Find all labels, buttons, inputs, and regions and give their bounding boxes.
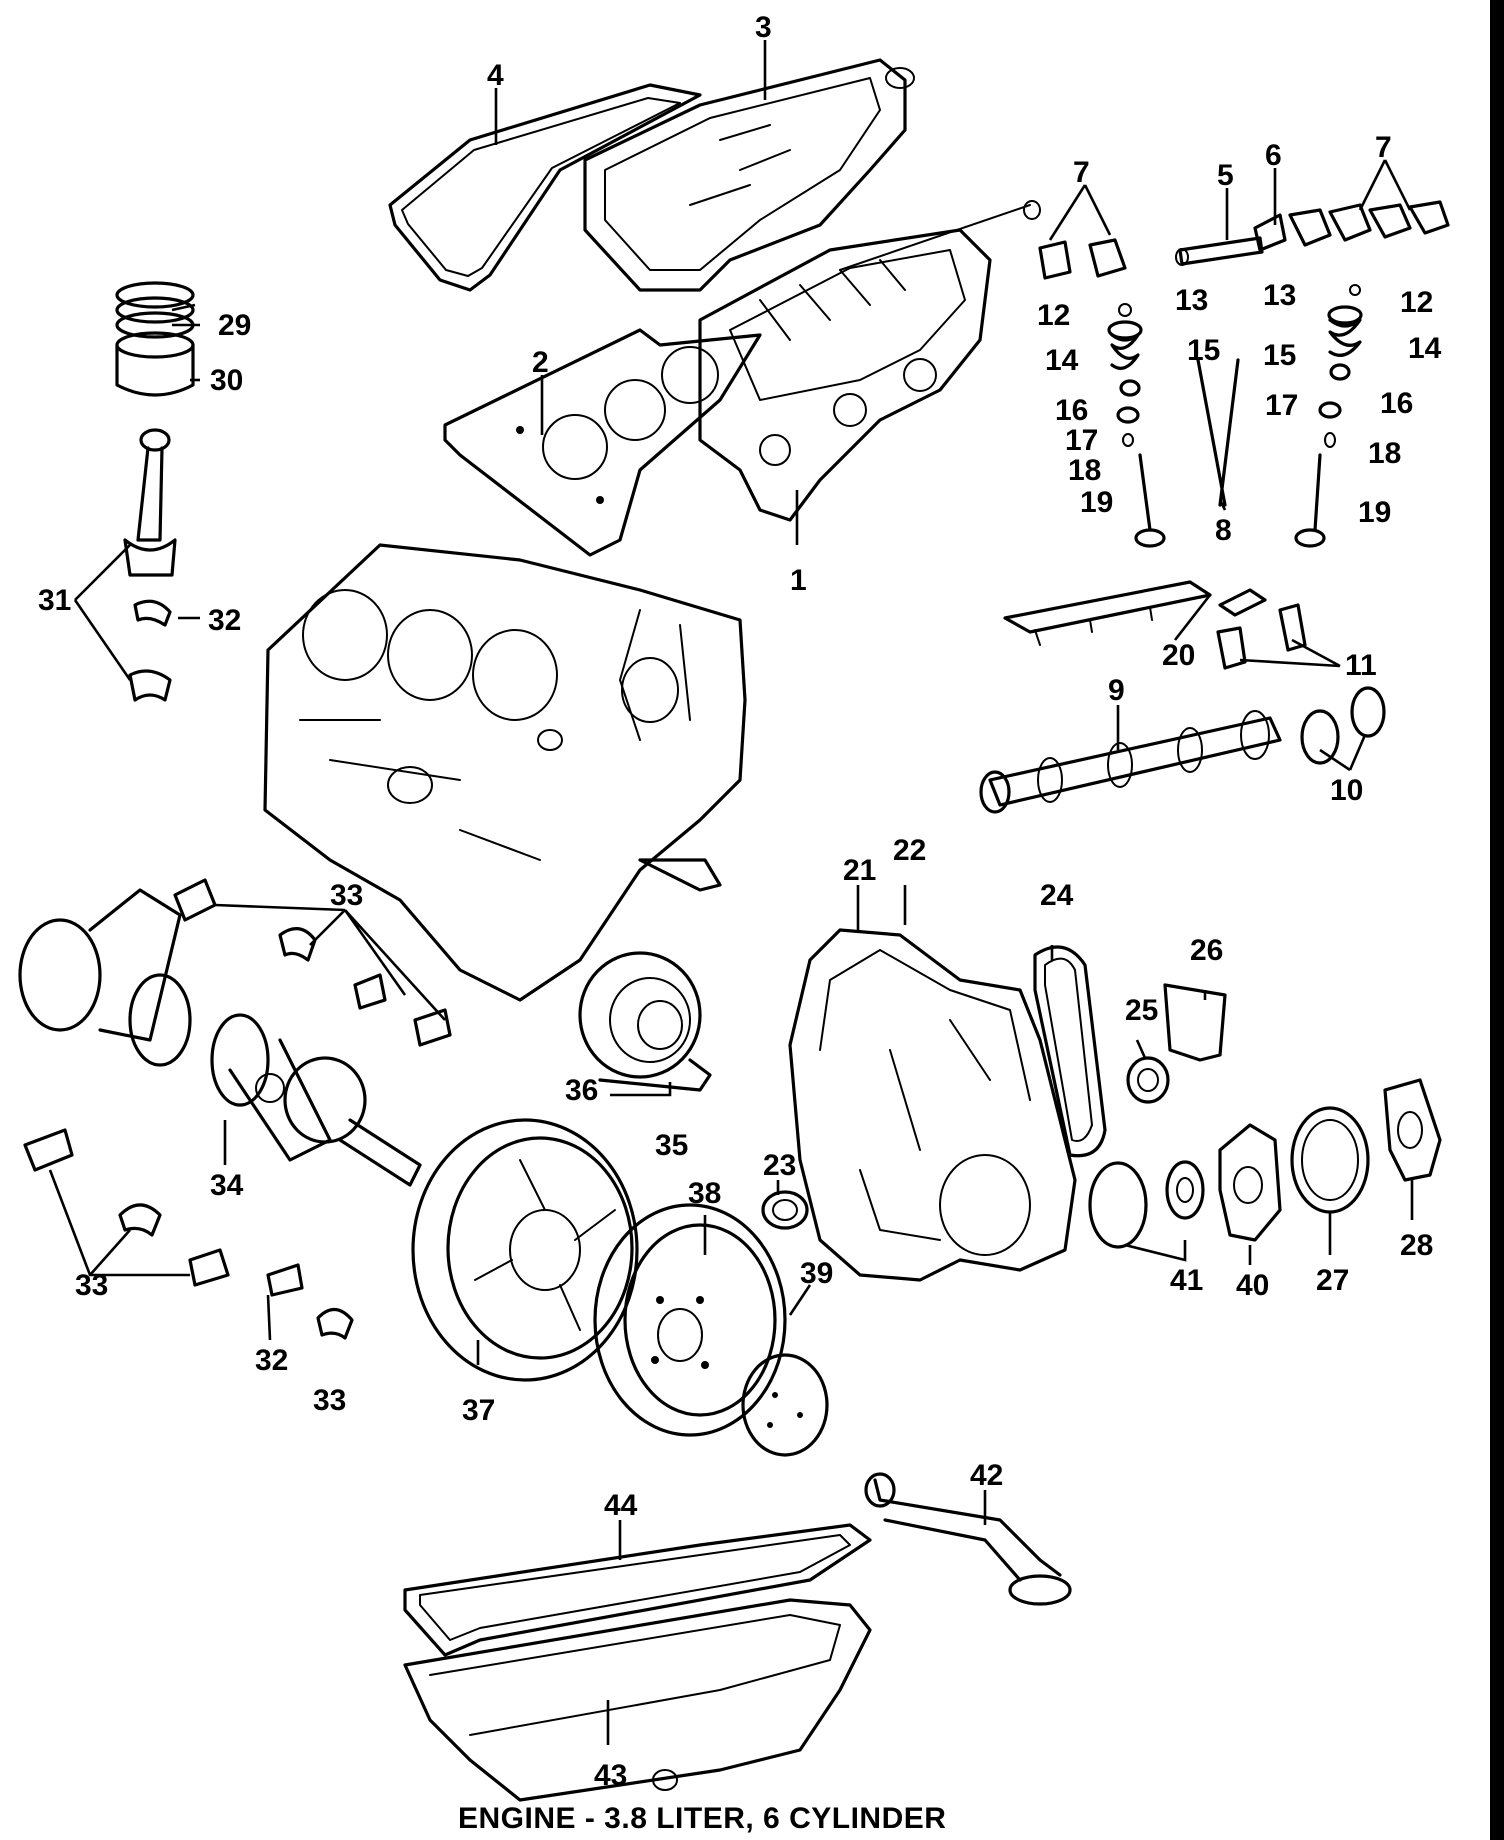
- callout-22: 22: [893, 834, 926, 867]
- callout-31: 31: [38, 584, 71, 617]
- callout-15a: 15: [1187, 334, 1220, 367]
- valve-cover: [583, 58, 915, 292]
- camshaft: [979, 686, 1386, 814]
- callout-38: 38: [688, 1177, 721, 1210]
- callout-23: 23: [763, 1149, 796, 1182]
- crankshaft-pulley: [411, 1118, 639, 1382]
- diagram-caption: ENGINE - 3.8 LITER, 6 CYLINDER: [458, 1802, 946, 1835]
- callout-12b: 12: [1400, 286, 1433, 319]
- callout-19b: 19: [1358, 496, 1391, 529]
- callout-20: 20: [1162, 639, 1195, 672]
- callout-28: 28: [1400, 1229, 1433, 1262]
- callout-14b: 14: [1408, 332, 1442, 365]
- cylinder-head: [698, 200, 1041, 522]
- engine-block: [263, 543, 747, 1002]
- callout-24: 24: [1040, 879, 1074, 912]
- callout-39: 39: [800, 1257, 833, 1290]
- valve-cover-gasket: [388, 83, 702, 292]
- chain-tensioner: [1163, 983, 1227, 1062]
- callout-13b: 13: [1263, 279, 1296, 312]
- callout-6: 6: [1265, 139, 1282, 172]
- callout-18a: 18: [1068, 454, 1101, 487]
- valve-train-right: [1294, 284, 1363, 548]
- camshaft-sprocket: [1290, 1106, 1370, 1214]
- callout-15b: 15: [1263, 339, 1296, 372]
- oil-pickup-tube: [864, 1472, 1072, 1606]
- timing-chain: [1033, 945, 1107, 1158]
- callout-40: 40: [1236, 1269, 1269, 1302]
- callout-7a: 7: [1073, 156, 1090, 189]
- callout-32b: 32: [255, 1344, 288, 1377]
- callout-19a: 19: [1080, 486, 1113, 519]
- oil-pump-cover: [1383, 1078, 1442, 1182]
- valve-train-left: [1107, 303, 1240, 548]
- oil-pan: [403, 1598, 872, 1802]
- front-seal: [761, 1190, 809, 1230]
- callout-8: 8: [1215, 514, 1232, 547]
- oil-pan-gasket: [403, 1523, 872, 1657]
- callout-30: 30: [210, 364, 243, 397]
- callout-16b: 16: [1380, 387, 1413, 420]
- right-edge-bar: [1490, 0, 1504, 1840]
- lifter-guide: [1003, 580, 1307, 670]
- callout-32a: 32: [208, 604, 241, 637]
- leader-lines: [48, 40, 1414, 1745]
- main-bearings-lower: [23, 1128, 354, 1340]
- callout-43: 43: [594, 1759, 627, 1792]
- callout-33a: 33: [330, 879, 363, 912]
- flexplate: [593, 1203, 787, 1437]
- oil-pump-gasket: [1088, 1161, 1148, 1249]
- callout-18b: 18: [1368, 437, 1401, 470]
- callout-41: 41: [1170, 1264, 1203, 1297]
- callout-25: 25: [1125, 994, 1158, 1027]
- callout-33b: 33: [75, 1269, 108, 1302]
- callout-10: 10: [1330, 774, 1363, 807]
- callout-14a: 14: [1045, 344, 1079, 377]
- head-gasket: [443, 328, 762, 557]
- timing-cover: [788, 928, 1077, 1282]
- callout-16a: 16: [1055, 394, 1088, 427]
- crank-sprocket: [1126, 1056, 1170, 1104]
- oil-pump-rotor: [1165, 1160, 1205, 1220]
- callout-21: 21: [843, 854, 876, 887]
- rocker-shaft-assembly: [1038, 200, 1450, 280]
- callout-labels: 1 2 3 4 5 6 7 7 8 9 10 11 12 12 13 13 14…: [38, 11, 1442, 1792]
- callout-17b: 17: [1265, 389, 1298, 422]
- callout-35: 35: [655, 1129, 688, 1162]
- callout-29: 29: [218, 309, 251, 342]
- callout-27: 27: [1316, 1264, 1349, 1297]
- callout-13a: 13: [1175, 284, 1208, 317]
- crankshaft: [18, 888, 422, 1187]
- main-bearings-upper: [173, 878, 452, 1047]
- callout-37: 37: [462, 1394, 495, 1427]
- callout-26: 26: [1190, 934, 1223, 967]
- callout-3: 3: [755, 11, 772, 44]
- rear-main-seal: [578, 951, 712, 1092]
- adapter-plate: [741, 1353, 829, 1457]
- callout-33c: 33: [313, 1384, 346, 1417]
- callout-1: 1: [790, 564, 807, 597]
- callout-7b: 7: [1375, 131, 1392, 164]
- callout-2: 2: [532, 346, 549, 379]
- callout-34: 34: [210, 1169, 244, 1202]
- callout-36: 36: [565, 1074, 598, 1107]
- connecting-rod: [123, 428, 177, 702]
- oil-pump-body: [1218, 1123, 1282, 1242]
- callout-12a: 12: [1037, 299, 1070, 332]
- callout-4: 4: [487, 59, 504, 92]
- callout-9: 9: [1108, 674, 1125, 707]
- callout-42: 42: [970, 1459, 1003, 1492]
- callout-11: 11: [1345, 649, 1377, 682]
- callout-17a: 17: [1065, 424, 1098, 457]
- callout-44: 44: [604, 1489, 638, 1522]
- piston-assembly: [115, 281, 195, 397]
- callout-5: 5: [1217, 159, 1234, 192]
